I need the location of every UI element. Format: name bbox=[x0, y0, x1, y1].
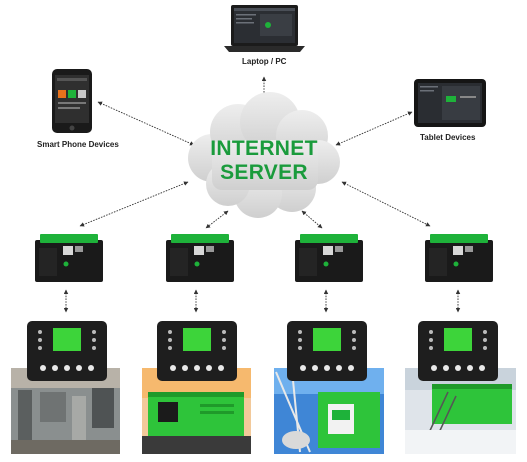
phone-label: Smart Phone Devices bbox=[37, 140, 119, 149]
arrow-phone-cloud bbox=[97, 101, 195, 146]
controller-3 bbox=[287, 321, 367, 381]
laptop-label: Laptop / PC bbox=[242, 57, 287, 66]
comm-module-3 bbox=[295, 234, 363, 282]
controller-4 bbox=[418, 321, 498, 381]
arrow-cloud-module-1 bbox=[79, 181, 189, 227]
smartphone-icon bbox=[52, 69, 92, 133]
comm-module-1 bbox=[35, 234, 103, 282]
cloud-shape bbox=[188, 92, 340, 218]
tablet-label: Tablet Devices bbox=[420, 133, 476, 142]
arrow-tablet-cloud bbox=[335, 111, 413, 146]
laptop-icon bbox=[224, 5, 305, 52]
controller-2 bbox=[157, 321, 237, 381]
comm-module-4 bbox=[425, 234, 493, 282]
connector-lines bbox=[63, 76, 461, 313]
comm-module-2 bbox=[166, 234, 234, 282]
arrow-cloud-module-3 bbox=[301, 210, 323, 229]
site-photo-2-generator bbox=[142, 368, 251, 454]
arrow-cloud-module-2 bbox=[205, 210, 229, 229]
controller-1 bbox=[27, 321, 107, 381]
site-photo-4-snow-site bbox=[405, 368, 516, 454]
arrow-cloud-module-4 bbox=[341, 181, 431, 227]
cloud-title-line2: SERVER bbox=[220, 161, 308, 184]
tablet-icon bbox=[414, 79, 486, 127]
cloud-title-line1: INTERNET bbox=[210, 137, 318, 160]
